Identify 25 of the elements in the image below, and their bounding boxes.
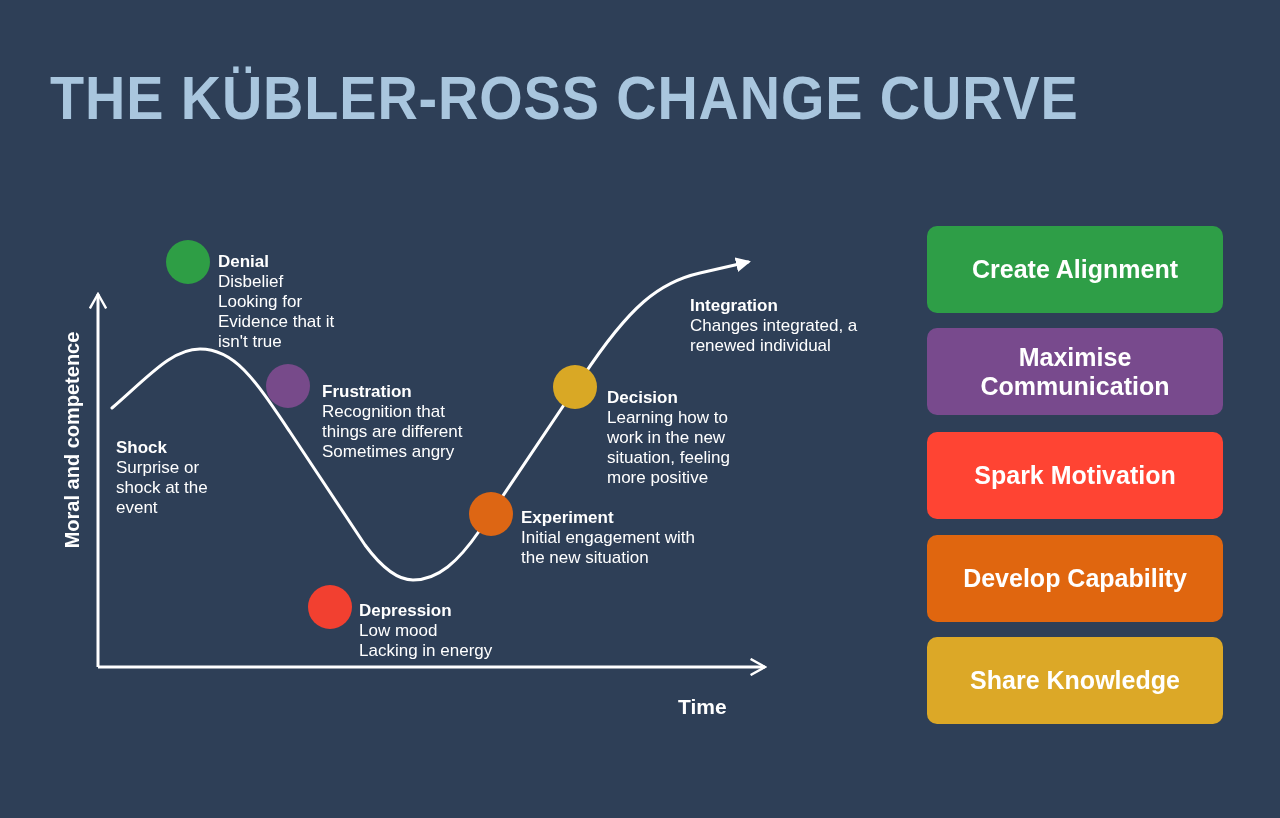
title: THE KÜBLER-ROSS CHANGE CURVE bbox=[50, 62, 1079, 133]
stage-description: Initial engagement with the new situation bbox=[521, 528, 696, 568]
stage-description: Recognition that things are different bbox=[322, 402, 464, 442]
stage-heading: Experiment bbox=[521, 508, 614, 528]
stage-heading: Shock bbox=[116, 438, 168, 458]
stage-heading: Depression bbox=[359, 601, 452, 621]
action-box: Develop Capability bbox=[927, 535, 1223, 622]
stage-description: Low mood bbox=[359, 621, 439, 641]
stage-description: Surprise or shock at the event bbox=[116, 458, 209, 518]
stage-description: Lacking in energy bbox=[359, 641, 494, 661]
action-box: Create Alignment bbox=[927, 226, 1223, 313]
stage-description: Changes integrated, a renewed individual bbox=[690, 316, 859, 356]
stage-description: Looking for Evidence that it isn't true bbox=[218, 292, 336, 352]
axis-label: Time bbox=[678, 695, 727, 719]
stage-heading: Denial bbox=[218, 252, 270, 272]
stage-heading: Decision bbox=[607, 388, 678, 408]
stage-description: Disbelief bbox=[218, 272, 285, 292]
axis-label: Moral and competence bbox=[60, 331, 84, 549]
action-box: Share Knowledge bbox=[927, 637, 1223, 724]
stage-description: Learning how to work in the new situation, feeling more positive bbox=[607, 408, 731, 488]
action-box: Maximise Communication bbox=[927, 328, 1223, 415]
stage-heading: Integration bbox=[690, 296, 778, 316]
action-box: Spark Motivation bbox=[927, 432, 1223, 519]
stage-description: Sometimes angry bbox=[322, 442, 456, 462]
stage-heading: Frustration bbox=[322, 382, 412, 402]
